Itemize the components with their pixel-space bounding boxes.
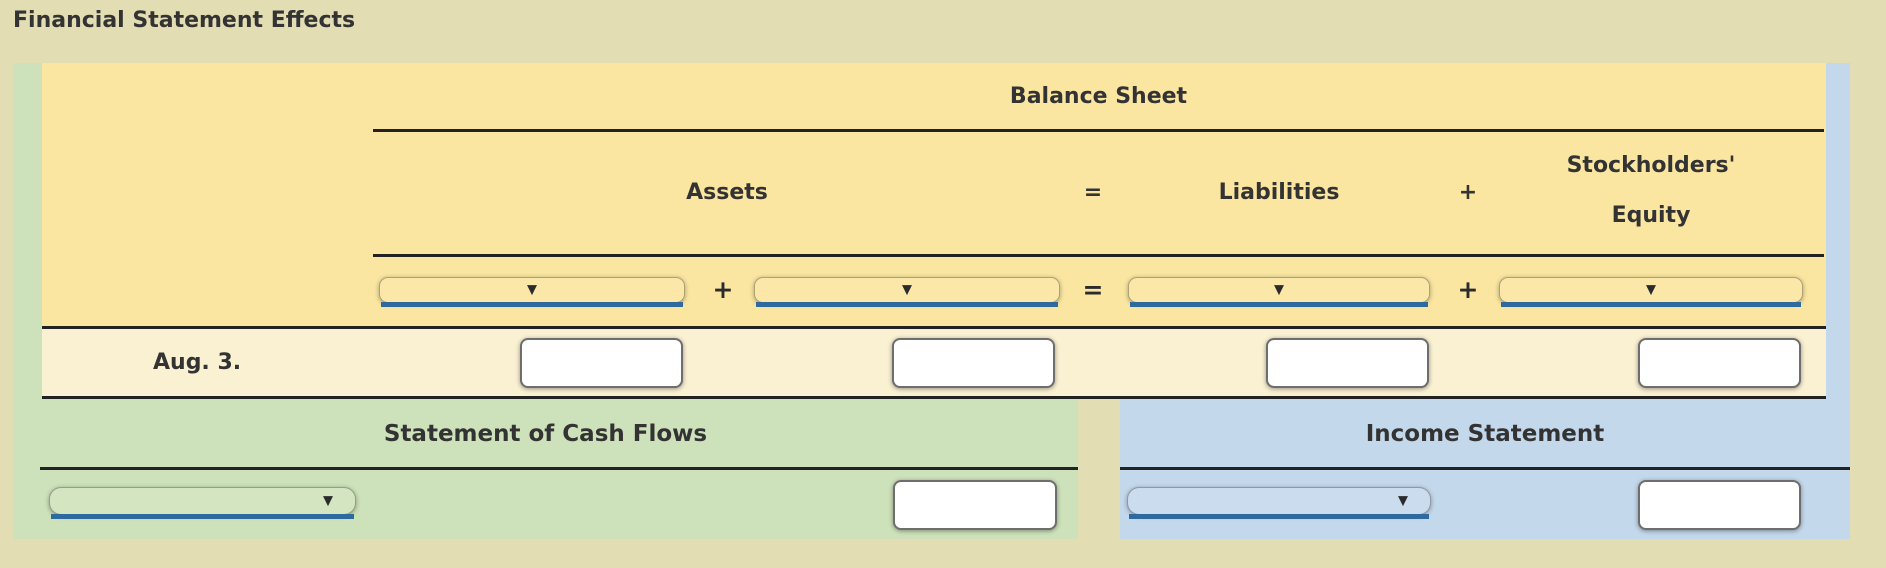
income-item-select[interactable]: ▼ xyxy=(1127,487,1431,519)
asset-effect-select-2[interactable]: ▼ xyxy=(754,277,1060,307)
transaction-row: Aug. 3. xyxy=(42,326,1826,399)
dropdown-arrow-icon: ▼ xyxy=(902,282,912,298)
equals-operator: = xyxy=(1082,275,1104,304)
dropdown-arrow-icon: ▼ xyxy=(527,282,537,298)
dropdown-arrow-icon: ▼ xyxy=(1646,282,1656,298)
stockholders-equity-header: Stockholders' Equity xyxy=(1526,141,1776,241)
income-statement-divider xyxy=(1120,467,1850,470)
column-header-divider xyxy=(373,254,1824,257)
plus-operator: + xyxy=(712,275,734,304)
cash-flows-divider xyxy=(40,467,1078,470)
asset-amount-input-1[interactable] xyxy=(520,338,683,388)
dropdown-arrow-icon: ▼ xyxy=(1398,493,1408,509)
income-amount-input[interactable] xyxy=(1638,480,1801,530)
assets-header: Assets xyxy=(686,180,768,205)
stockholders-header-line2: Equity xyxy=(1611,203,1691,228)
liability-amount-input[interactable] xyxy=(1266,338,1429,388)
equity-effect-select[interactable]: ▼ xyxy=(1499,277,1803,307)
liabilities-header: Liabilities xyxy=(1218,180,1340,205)
equals-sign: = xyxy=(1083,180,1103,205)
dropdown-arrow-icon: ▼ xyxy=(1274,282,1284,298)
asset-effect-select-1[interactable]: ▼ xyxy=(379,277,685,307)
transaction-date-label: Aug. 3. xyxy=(153,350,242,375)
cash-flow-type-select[interactable]: ▼ xyxy=(49,487,356,519)
dropdown-arrow-icon: ▼ xyxy=(323,493,333,509)
cash-flows-title: Statement of Cash Flows xyxy=(383,421,708,447)
asset-amount-input-2[interactable] xyxy=(892,338,1055,388)
balance-sheet-panel: Balance Sheet Assets = Liabilities + Sto… xyxy=(42,63,1826,326)
balance-sheet-title: Balance Sheet xyxy=(1009,84,1188,109)
balance-sheet-divider xyxy=(373,129,1824,132)
income-statement-title: Income Statement xyxy=(1365,421,1605,447)
worksheet: Balance Sheet Assets = Liabilities + Sto… xyxy=(13,63,1850,539)
cash-flow-amount-input[interactable] xyxy=(893,480,1057,530)
liability-effect-select[interactable]: ▼ xyxy=(1128,277,1430,307)
plus-sign: + xyxy=(1458,180,1478,205)
stockholders-header-line1: Stockholders' xyxy=(1566,153,1736,178)
plus-operator: + xyxy=(1457,275,1479,304)
equity-amount-input[interactable] xyxy=(1638,338,1801,388)
page-title: Financial Statement Effects xyxy=(13,8,356,33)
